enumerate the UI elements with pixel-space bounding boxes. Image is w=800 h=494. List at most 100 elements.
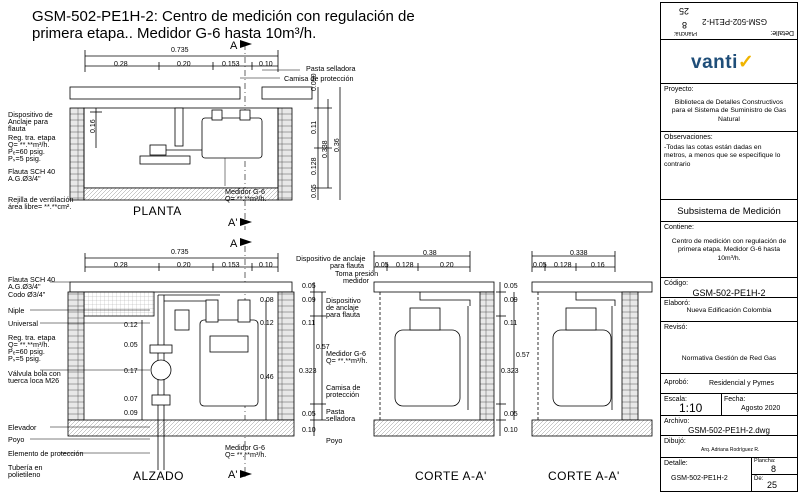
drawing-title-line1: GSM-502-PE1H-2: Centro de medición con r… — [32, 8, 415, 25]
alzado-view — [30, 246, 326, 480]
alzado-label-disp-3: para flauta — [326, 310, 360, 319]
planta-label-medidor-1: Medidor G-6 — [225, 187, 265, 196]
planta-label-regulador-1: Reg. tra. etapa — [8, 133, 56, 142]
proyecto-value: Biblioteca de Detalles Constructivos par… — [671, 99, 787, 123]
dibujo-row: Dibujó: Arq. Adriana Rodríguez R. — [661, 435, 797, 457]
contiene-cap: Contiene: — [664, 224, 694, 231]
dibujo-value: Arq. Adriana Rodríguez R. — [701, 447, 760, 453]
detalle-value: GSM-502-PE1H-2 — [671, 475, 728, 482]
corte1-view — [373, 251, 515, 437]
alzado-label-codo: Codo Ø3/4" — [8, 290, 46, 299]
mirror-plancha-cap: Plancha: — [673, 30, 697, 36]
planta-label-camisa: Camisa de protección — [284, 74, 354, 83]
planta-dim-r1: 0.050 — [311, 73, 318, 91]
contiene-value: Centro de medición con regulación de pri… — [671, 238, 787, 262]
alzado-dim-inner-4: 0.07 — [124, 396, 138, 403]
alzado-dim-inner-2: 0.05 — [124, 342, 138, 349]
corte1-dim-r3: 0.11 — [504, 320, 518, 327]
alzado-section-marker-top: A — [230, 238, 238, 250]
alzado-label-pasta-2: selladora — [326, 414, 356, 423]
archivo-value: GSM-502-PE1H-2.dwg — [688, 426, 770, 435]
alzado-dim-2: 0.20 — [177, 262, 191, 269]
alzado-dim-inner-3: 0.17 — [124, 368, 138, 375]
alzado-section-marker-bottom: A' — [228, 469, 237, 481]
corte2-dim-total: 0.338 — [570, 250, 588, 257]
corte2-view-label: CORTE A-A' — [548, 469, 620, 483]
planta-dim-2: 0.20 — [177, 61, 191, 68]
alzado-label-toma-1: Toma presión — [335, 269, 379, 278]
alzado-dim-r1: 0.05 — [302, 283, 316, 290]
planta-label-rejilla-2: área libre= **.**cm². — [8, 202, 72, 211]
alzado-label-regulador-3: Pₑ=60 psig. — [8, 347, 45, 356]
alzado-label-poyo: Poyo — [8, 435, 25, 444]
mirror-detalle: GSM-502-PE1H-2 — [702, 17, 767, 26]
corte1-dim-r6: 0.05 — [504, 411, 518, 418]
corte1-dim-2: 0.128 — [396, 262, 414, 269]
planta-view-label: PLANTA — [133, 204, 182, 218]
corte1-view-label: CORTE A-A' — [415, 469, 487, 483]
escala-row: Escala: 1:10 Fecha: Agosto 2020 — [661, 393, 797, 415]
planta-label-regulador-2: Q= **.**m³/h. — [8, 140, 50, 149]
planta-label-medidor-2: Q= **.**m³/h. — [225, 194, 267, 203]
alzado-dim-inner-7: 0.12 — [260, 320, 274, 327]
aprobo-value: Residencial y Pymes — [709, 380, 774, 387]
alzado-label-pasta-1: Pasta — [326, 407, 345, 416]
alzado-label-valvula-2: tuerca loca M26 — [8, 376, 60, 385]
observaciones-value: -Todas las cotas están dadas en metros, … — [664, 144, 781, 168]
alzado-label-medidor-1: Medidor G-6 — [326, 349, 366, 358]
alzado-view-label: ALZADO — [133, 469, 185, 483]
plancha-value: 8 — [771, 464, 777, 474]
alzado-label-flauta-1: Flauta SCH 40 — [8, 275, 56, 284]
corte2-dim-3: 0.16 — [591, 262, 605, 269]
elaboro-value: Nueva Edificación Colombia — [686, 307, 772, 314]
planta-label-dispositivo-1: Dispositivo de — [8, 110, 53, 119]
reviso-value: Normativa Gestión de Red Gas — [681, 355, 777, 362]
reviso-cap: Revisó: — [664, 324, 688, 331]
alzado-label-disp-flauta-1: Dispositivo de anclaje — [296, 254, 366, 263]
corte2-dim-1: 0.05 — [533, 262, 547, 269]
contiene-row: Contiene: Centro de medición con regulac… — [661, 221, 797, 277]
alzado-label-disp-1: Dispositivo — [326, 296, 361, 305]
corte1-dim-r5: 0.323 — [501, 368, 519, 375]
alzado-dim-r7: 0.10 — [302, 427, 316, 434]
detalle-cap: Detalle: — [664, 460, 688, 467]
alzado-dim-3: 0.153 — [222, 262, 240, 269]
corte2-view — [531, 251, 653, 437]
alzado-dim-r3: 0.11 — [302, 320, 316, 327]
fecha-cap: Fecha: — [724, 396, 746, 403]
detalle-row: Detalle: GSM-502-PE1H-2 Plancha: 8 De: 2… — [661, 457, 797, 491]
planta-label-dispositivo-2: Anclaje para — [8, 117, 48, 126]
planta-dim-4: 0.10 — [259, 61, 273, 68]
planta-section-marker-top: A — [230, 40, 238, 52]
planta-dim-r4: 0.338 — [322, 140, 329, 158]
alzado-label-disp-2: de anclaje — [326, 303, 359, 312]
escala-cap: Escala: — [664, 396, 687, 403]
alzado-dim-inner-1: 0.12 — [124, 322, 138, 329]
alzado-label-disp-flauta-2: para flauta — [330, 261, 364, 270]
corte1-dim-3: 0.20 — [440, 262, 454, 269]
alzado-label-regulador-1: Reg. tra. etapa — [8, 333, 56, 342]
archivo-row: Archivo: GSM-502-PE1H-2.dwg — [661, 415, 797, 435]
alzado-dim-r6: 0.05 — [302, 411, 316, 418]
title-block: Detalle: GSM-502-PE1H-2 Plancha: 8 25 va… — [660, 2, 798, 492]
planta-label-rejilla-1: Rejilla de ventilación — [8, 195, 74, 204]
mirror-de: 25 — [678, 6, 689, 16]
proyecto-row: Proyecto: Biblioteca de Detalles Constru… — [661, 83, 797, 131]
title-block-mirrored-header: Detalle: GSM-502-PE1H-2 Plancha: 8 25 — [661, 3, 797, 39]
corte1-dim-total: 0.38 — [423, 250, 437, 257]
observaciones-row: Observaciones: -Todas las cotas están da… — [661, 131, 797, 199]
drawing-title-line2: primera etapa.. Medidor G-6 hasta 10m³/h… — [32, 25, 317, 42]
alzado-label-regulador-4: Pₛ=5 psig. — [8, 354, 41, 363]
alzado-label-tuberia-2: polietileno — [8, 470, 41, 479]
subsistema-value: Subsistema de Medición — [677, 206, 781, 217]
corte1-dim-r2: 0.09 — [504, 297, 518, 304]
alzado-dim-inner-5: 0.09 — [124, 410, 138, 417]
codigo-cap: Código: — [664, 280, 689, 287]
de-cap: De: — [754, 476, 764, 482]
corte1-dim-r4: 0.57 — [516, 352, 530, 359]
corte1-dim-r1: 0.05 — [504, 283, 518, 290]
plancha-cap: Plancha: — [754, 458, 776, 464]
alzado-label-medidor-2: Q= **.**m³/h. — [326, 356, 368, 365]
planta-dim-r7: 0.16 — [90, 119, 97, 133]
